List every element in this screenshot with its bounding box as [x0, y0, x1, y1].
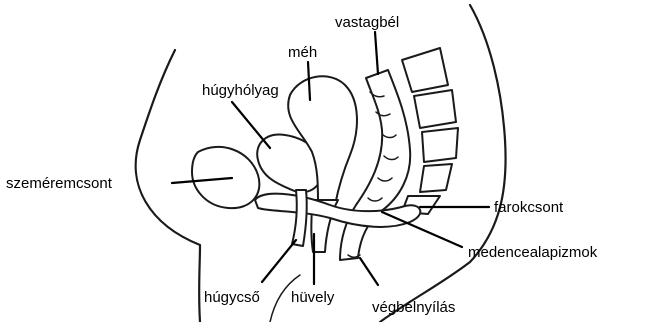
label-pubic-bone: szeméremcsont [6, 175, 113, 192]
leader-urethra [262, 240, 296, 282]
label-pelvic-floor: medencealapizmok [468, 244, 598, 261]
label-bladder: húgyhólyag [202, 82, 279, 99]
leader-rectum [375, 32, 378, 74]
leader-anus [360, 258, 378, 285]
label-urethra: húgycső [204, 289, 260, 306]
leader-pelvic-floor [382, 212, 462, 247]
label-vagina: hüvely [291, 289, 335, 306]
leader-bladder [232, 102, 270, 148]
label-coccyx: farokcsont [494, 199, 564, 216]
coccyx-shape [402, 48, 458, 214]
label-anus: végbélnyílás [372, 299, 455, 316]
label-uterus: méh [288, 44, 317, 61]
label-rectum: vastagbél [335, 14, 399, 31]
